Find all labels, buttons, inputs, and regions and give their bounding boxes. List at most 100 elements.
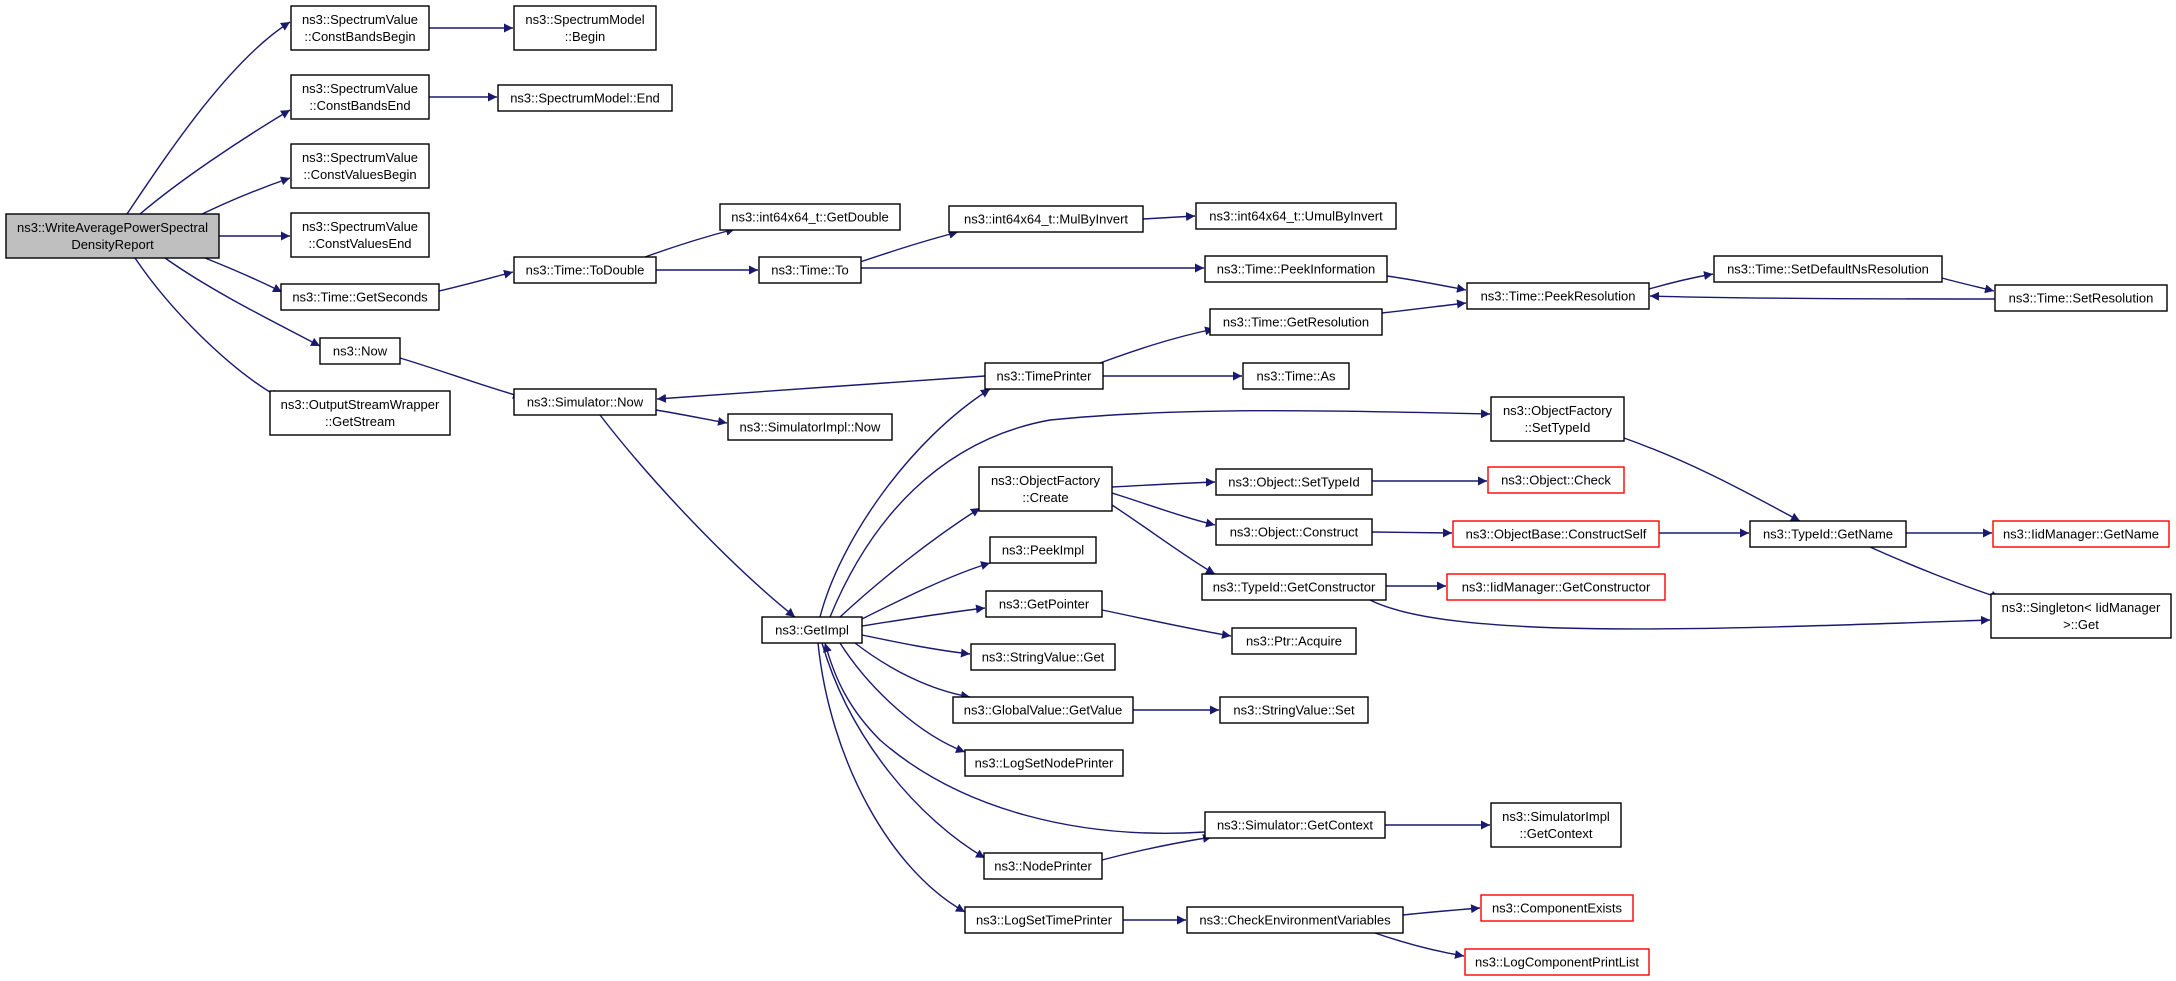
node-strget[interactable]: ns3::StringValue::Get — [970, 643, 1116, 671]
node-peekres[interactable]: ns3::Time::PeekResolution — [1466, 282, 1650, 310]
node-box — [761, 616, 863, 644]
node-compexists[interactable]: ns3::ComponentExists — [1480, 894, 1634, 922]
node-osw[interactable]: ns3::OutputStreamWrapper::GetStream — [269, 390, 451, 436]
edge-line — [1623, 437, 1801, 522]
node-label: ::ConstBandsEnd — [309, 98, 410, 113]
node-ofsettypeid[interactable]: ns3::ObjectFactory::SetTypeId — [1490, 396, 1625, 442]
node-box — [1464, 948, 1650, 976]
node-getpointer[interactable]: ns3::GetPointer — [985, 590, 1103, 618]
node-peekinfo[interactable]: ns3::Time::PeekInformation — [1204, 255, 1388, 283]
node-simimplgetctx[interactable]: ns3::SimulatorImpl::GetContext — [1490, 802, 1622, 848]
node-objbaseconstruct[interactable]: ns3::ObjectBase::ConstructSelf — [1452, 520, 1660, 548]
node-umulbyinvert[interactable]: ns3::int64x64_t::UmulByInvert — [1195, 202, 1397, 230]
node-label: ns3::StringValue::Set — [1233, 703, 1355, 718]
node-box — [5, 213, 220, 259]
node-label: ns3::SpectrumValue — [302, 12, 418, 27]
node-timeprinter[interactable]: ns3::TimePrinter — [984, 362, 1104, 390]
node-box — [1713, 255, 1943, 283]
node-label: ns3::Now — [333, 344, 388, 359]
node-box — [1487, 466, 1625, 494]
call-edge-getimpl-to-getpointer — [861, 604, 986, 627]
node-cvb[interactable]: ns3::SpectrumValue::ConstValuesBegin — [290, 143, 430, 189]
call-edge-getimpl-to-timeprinter — [819, 388, 991, 618]
node-box — [513, 256, 657, 284]
node-label: ns3::OutputStreamWrapper — [281, 397, 440, 412]
node-todouble[interactable]: ns3::Time::ToDouble — [513, 256, 657, 284]
node-to[interactable]: ns3::Time::To — [758, 256, 862, 284]
node-getimpl[interactable]: ns3::GetImpl — [761, 616, 863, 644]
node-label: ns3::SpectrumValue — [302, 150, 418, 165]
node-mulbyinvert[interactable]: ns3::int64x64_t::MulByInvert — [948, 205, 1144, 233]
call-edge-ofcreate-to-objsettypeid — [1111, 477, 1216, 488]
node-smend[interactable]: ns3::SpectrumModel::End — [497, 84, 673, 112]
node-objcheck[interactable]: ns3::Object::Check — [1487, 466, 1625, 494]
node-label: ns3::Singleton< IidManager — [2002, 600, 2161, 615]
call-edges — [126, 21, 2001, 959]
node-label: ::Begin — [565, 29, 605, 44]
node-strset[interactable]: ns3::StringValue::Set — [1219, 696, 1369, 724]
node-getres[interactable]: ns3::Time::GetResolution — [1209, 308, 1383, 336]
node-box — [1452, 520, 1660, 548]
edge-line — [859, 229, 959, 263]
edge-line — [1371, 528, 1453, 538]
node-typeidgetctor[interactable]: ns3::TypeId::GetConstructor — [1201, 573, 1387, 601]
call-edge-setdefns-to-setres — [1941, 277, 1995, 294]
node-logtimeprinter[interactable]: ns3::LogSetTimePrinter — [964, 906, 1124, 934]
edge-line — [126, 21, 291, 215]
node-setdefns[interactable]: ns3::Time::SetDefaultNsResolution — [1713, 255, 1943, 283]
node-label: ns3::Time::As — [1257, 369, 1336, 384]
call-edge-simnow-to-simimplnow — [655, 409, 728, 426]
node-setres[interactable]: ns3::Time::SetResolution — [1994, 284, 2168, 312]
node-ptracquire[interactable]: ns3::Ptr::Acquire — [1231, 627, 1357, 655]
node-peekimpl[interactable]: ns3::PeekImpl — [989, 536, 1097, 564]
node-cve[interactable]: ns3::SpectrumValue::ConstValuesEnd — [290, 212, 430, 258]
node-objconstruct[interactable]: ns3::Object::Construct — [1215, 518, 1373, 546]
node-gvgetvalue[interactable]: ns3::GlobalValue::GetValue — [952, 696, 1134, 724]
node-box — [290, 212, 430, 258]
edge-line — [1374, 932, 1465, 959]
node-getdouble[interactable]: ns3::int64x64_t::GetDouble — [719, 203, 901, 231]
node-simnow[interactable]: ns3::Simulator::Now — [513, 388, 657, 416]
node-logcompprint[interactable]: ns3::LogComponentPrintList — [1464, 948, 1650, 976]
node-box — [290, 74, 430, 120]
node-label: ns3::Time::To — [771, 263, 849, 278]
call-edge-root-to-getseconds — [204, 257, 283, 293]
call-edge-todouble-to-getdouble — [644, 226, 736, 258]
node-box — [964, 749, 1124, 777]
node-timeas[interactable]: ns3::Time::As — [1242, 362, 1350, 390]
node-box — [513, 388, 657, 416]
node-smbegin[interactable]: ns3::SpectrumModel::Begin — [513, 5, 657, 51]
node-simgetctx[interactable]: ns3::Simulator::GetContext — [1204, 811, 1386, 839]
node-label: ns3::StringValue::Get — [982, 650, 1105, 665]
node-box — [952, 696, 1134, 724]
node-objsettypeid[interactable]: ns3::Object::SetTypeId — [1215, 468, 1373, 496]
node-label: ns3::int64x64_t::UmulByInvert — [1209, 209, 1383, 224]
node-lognodeprinter[interactable]: ns3::LogSetNodePrinter — [964, 749, 1124, 777]
node-ofcreate[interactable]: ns3::ObjectFactory::Create — [978, 466, 1113, 512]
node-typeidgetname[interactable]: ns3::TypeId::GetName — [1749, 520, 1907, 548]
node-simimplnow[interactable]: ns3::SimulatorImpl::Now — [727, 413, 893, 441]
node-box — [970, 643, 1116, 671]
node-box — [727, 413, 893, 441]
node-box — [1490, 802, 1622, 848]
edge-line — [134, 257, 281, 399]
node-box — [1204, 255, 1388, 283]
node-now[interactable]: ns3::Now — [319, 337, 401, 365]
node-box — [1242, 362, 1350, 390]
node-cbe[interactable]: ns3::SpectrumValue::ConstBandsEnd — [290, 74, 430, 120]
node-iidgetctor[interactable]: ns3::IidManager::GetConstructor — [1446, 573, 1666, 601]
node-box — [758, 256, 862, 284]
node-label: ns3::IidManager::GetConstructor — [1462, 580, 1651, 595]
node-cbb[interactable]: ns3::SpectrumValue::ConstBandsBegin — [290, 5, 430, 51]
node-singleton[interactable]: ns3::Singleton< IidManager>::Get — [1990, 593, 2172, 639]
call-edge-peekres-to-setdefns — [1648, 271, 1714, 290]
node-box — [1219, 696, 1369, 724]
node-nodeprinter[interactable]: ns3::NodePrinter — [983, 852, 1103, 880]
node-iidgetname[interactable]: ns3::IidManager::GetName — [1992, 520, 2170, 548]
node-label: ::ConstValuesBegin — [303, 167, 416, 182]
node-root[interactable]: ns3::WriteAveragePowerSpectralDensityRep… — [5, 213, 220, 259]
node-getseconds[interactable]: ns3::Time::GetSeconds — [280, 283, 440, 311]
node-box — [1446, 573, 1666, 601]
node-checkenv[interactable]: ns3::CheckEnvironmentVariables — [1186, 906, 1404, 934]
